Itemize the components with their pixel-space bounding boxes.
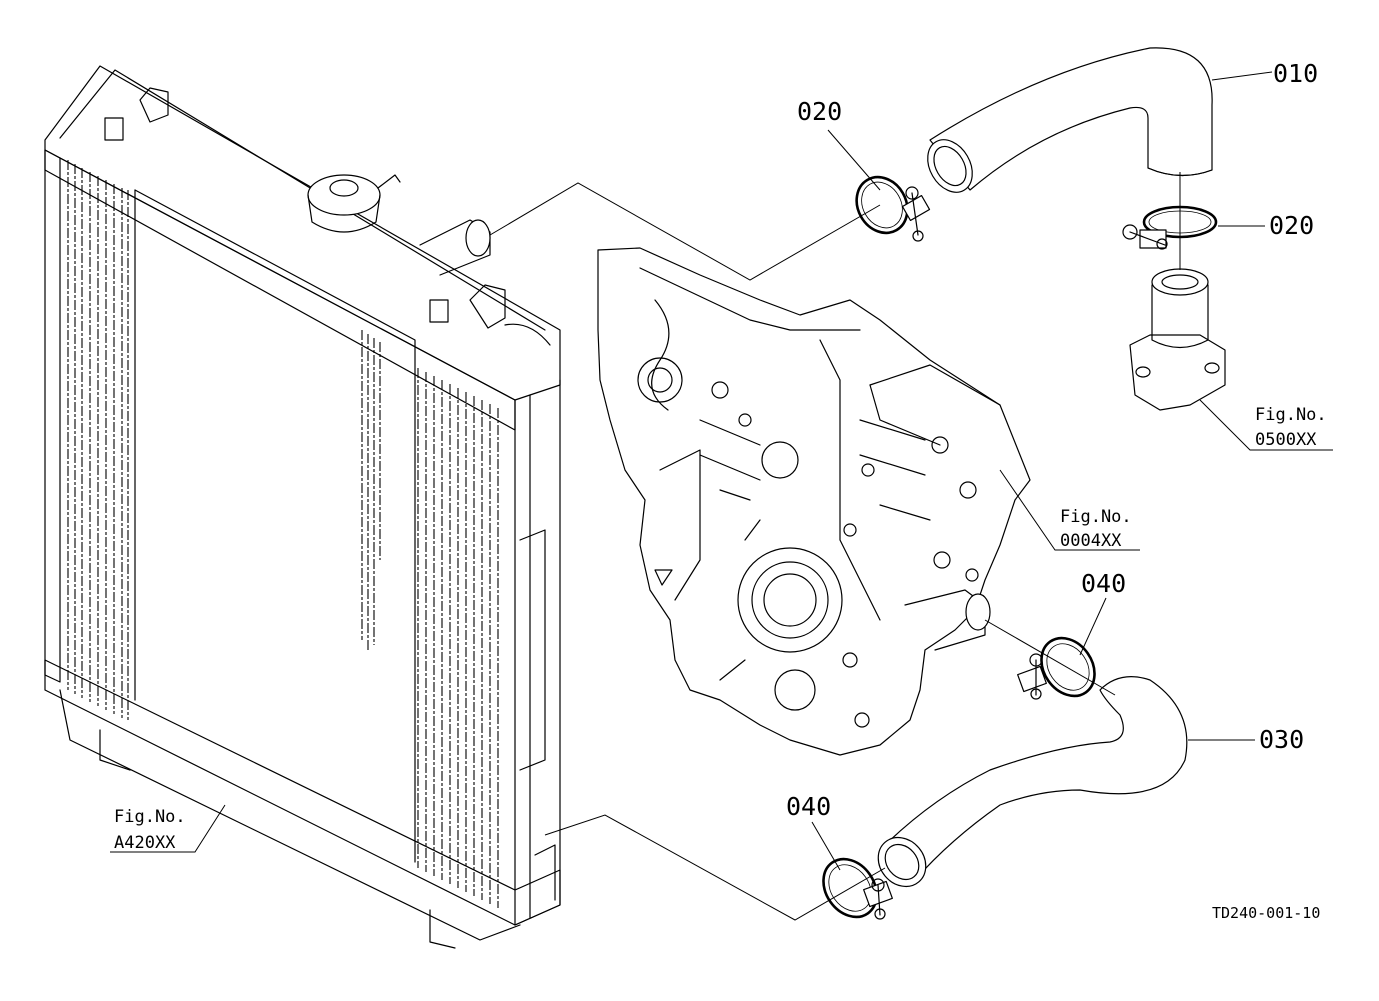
upper-radiator-hose [927,47,1213,193]
part-label-010: 010 [1273,59,1318,88]
fig-ref-thermostat-line1: Fig.No. [1255,405,1327,425]
drawing-code: TD240-001-10 [1212,904,1320,922]
hose-clamp-040-left [822,857,893,920]
part-labels: 010 020 020 030 040 040 [786,59,1318,821]
fig-ref-gearcase-line1: Fig.No. [1060,507,1132,527]
fig-ref-radiator-line1: Fig.No. [114,807,186,827]
part-label-020-upper-right: 020 [1269,211,1314,240]
hose-clamp-020-upper-right [1122,205,1218,250]
figure-references: Fig.No. 0500XX Fig.No. 0004XX Fig.No. A4… [114,405,1327,853]
fig-ref-thermostat-line2: 0500XX [1255,430,1317,450]
part-label-040-right: 040 [1081,569,1126,598]
lower-radiator-hose [877,676,1188,888]
radiator-assembly [44,65,561,949]
part-label-040-left: 040 [786,792,831,821]
hose-clamp-020-upper-left [855,175,931,242]
fig-ref-gearcase-line2: 0004XX [1060,531,1122,551]
part-label-020-upper-left: 020 [797,97,842,126]
fig-ref-radiator-line2: A420XX [114,833,176,853]
leader-lines [110,71,1333,871]
part-label-030: 030 [1259,725,1304,754]
gear-case [597,247,1031,756]
hose-clamp-040-right [1017,636,1096,700]
thermostat-cover [1129,268,1226,411]
assembly-center-lines [489,172,1181,921]
